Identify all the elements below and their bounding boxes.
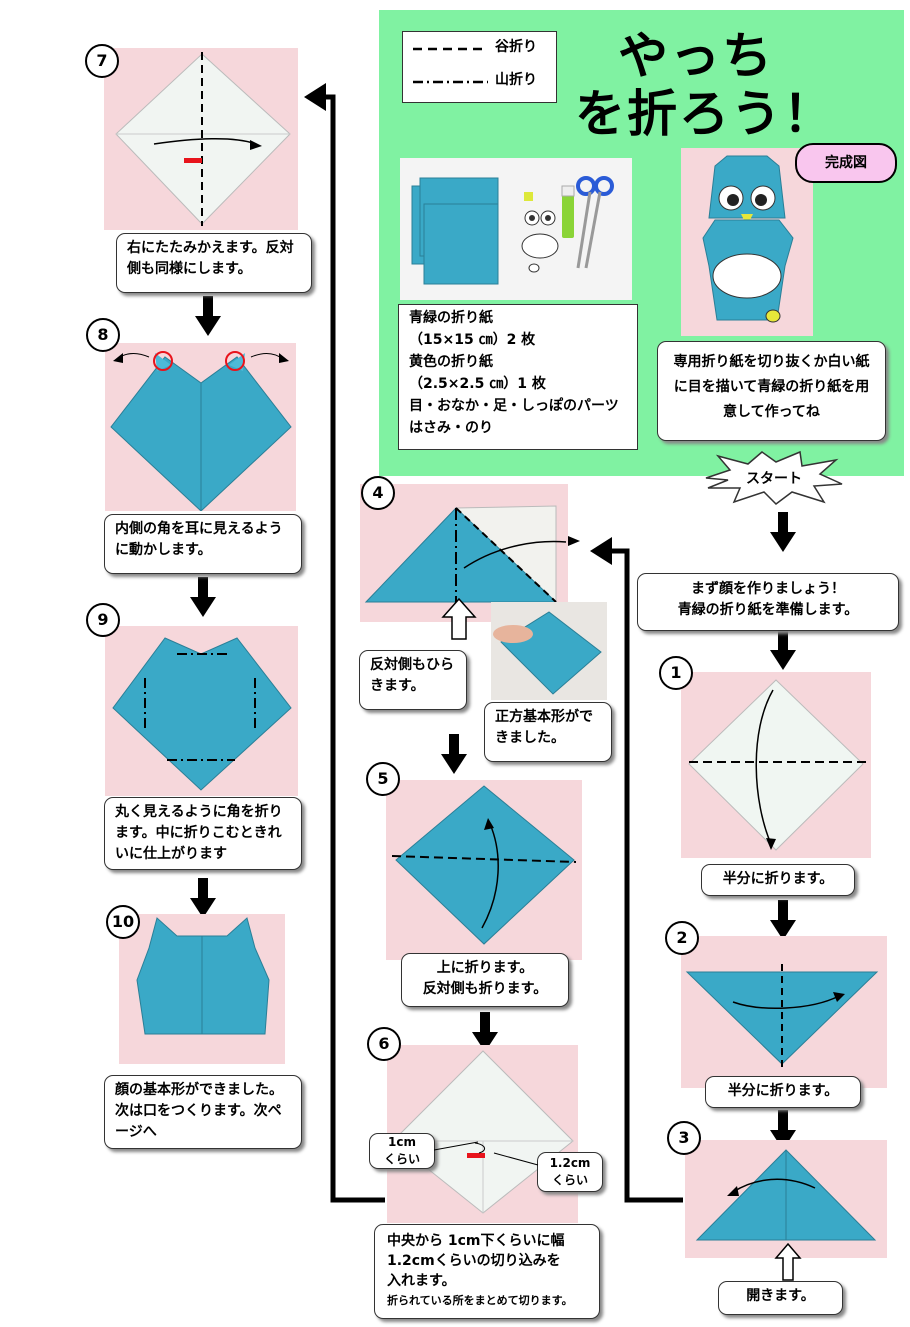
- step-5-photo: [386, 780, 582, 960]
- step-9-photo: [105, 626, 298, 796]
- prep-note: まず顔を作りましょう！ 青緑の折り紙を準備します。: [637, 573, 899, 631]
- measure-leader-lines: [434, 1140, 544, 1170]
- down-arrow-icon: [770, 900, 796, 940]
- down-arrow-icon: [770, 630, 796, 670]
- measure-left-sub: くらい: [370, 1151, 434, 1168]
- step-3-number: 3: [667, 1121, 701, 1155]
- up-arrow-outline-icon: [774, 1242, 802, 1282]
- step-9-number: 9: [86, 603, 120, 637]
- step-5-number: 5: [366, 762, 400, 796]
- step-10-photo: [119, 914, 285, 1064]
- prep-line: 青緑の折り紙を準備します。: [648, 600, 888, 621]
- step-2-number: 2: [665, 921, 699, 955]
- down-arrow-icon: [441, 734, 467, 774]
- caption-line: 中央から 1cm下くらいに幅: [387, 1231, 587, 1251]
- step-8-photo: [105, 343, 296, 511]
- step-1-photo: [681, 672, 871, 858]
- step-8-number: 8: [86, 318, 120, 352]
- down-arrow-icon: [770, 512, 796, 552]
- caption-line: 反対側も折ります。: [412, 979, 558, 1000]
- caption-note: 折られている所をまとめて切ります。: [387, 1291, 587, 1311]
- down-arrow-icon: [195, 296, 221, 336]
- step-7-number: 7: [85, 44, 119, 78]
- measure-right-value: 1.2cm: [538, 1155, 602, 1172]
- caption-line: 上に折ります。: [412, 958, 558, 979]
- step-7-photo: [104, 48, 298, 230]
- prep-line: まず顔を作りましょう！: [648, 579, 888, 600]
- caption-line: 入れます。: [387, 1271, 587, 1291]
- up-arrow-outline-icon: [441, 597, 477, 641]
- step-4-number: 4: [361, 476, 395, 510]
- step-2-photo: [681, 936, 887, 1088]
- measure-left-value: 1cm: [370, 1134, 434, 1151]
- measure-right-sub: くらい: [538, 1172, 602, 1189]
- step-8-caption: 内側の角を耳に見えるように動かします。: [104, 514, 302, 574]
- step-9-caption: 丸く見えるように角を折ります。中に折りこむときれいに仕上がります: [104, 797, 302, 870]
- step-10-number: 10: [106, 905, 140, 939]
- step-3-caption: 開きます。: [718, 1281, 843, 1315]
- step-2-caption: 半分に折ります。: [705, 1076, 861, 1108]
- square-base-photo: [491, 602, 607, 700]
- caption-line: 1.2cmくらいの切り込みを: [387, 1251, 587, 1271]
- down-arrow-icon: [190, 878, 216, 918]
- step-5-caption: 上に折ります。 反対側も折ります。: [401, 953, 569, 1007]
- square-base-caption: 正方基本形ができました。: [484, 702, 612, 762]
- arrowhead-icon: [568, 534, 582, 548]
- step-3-photo: [685, 1140, 887, 1258]
- step-6-number: 6: [367, 1027, 401, 1061]
- measure-left-callout: 1cm くらい: [369, 1133, 435, 1169]
- step-7-caption: 右にたたみかえます。反対側も同様にします。: [116, 233, 312, 293]
- step-4-caption: 反対側もひらきます。: [359, 650, 467, 710]
- step-1-caption: 半分に折ります。: [701, 864, 855, 896]
- step-1-number: 1: [659, 656, 693, 690]
- down-arrow-icon: [190, 577, 216, 617]
- measure-right-callout: 1.2cm くらい: [537, 1152, 603, 1192]
- step-10-caption: 顔の基本形ができました。次は口をつくります。次ページへ: [104, 1075, 302, 1149]
- step-6-caption: 中央から 1cm下くらいに幅 1.2cmくらいの切り込みを 入れます。 折られて…: [374, 1224, 600, 1319]
